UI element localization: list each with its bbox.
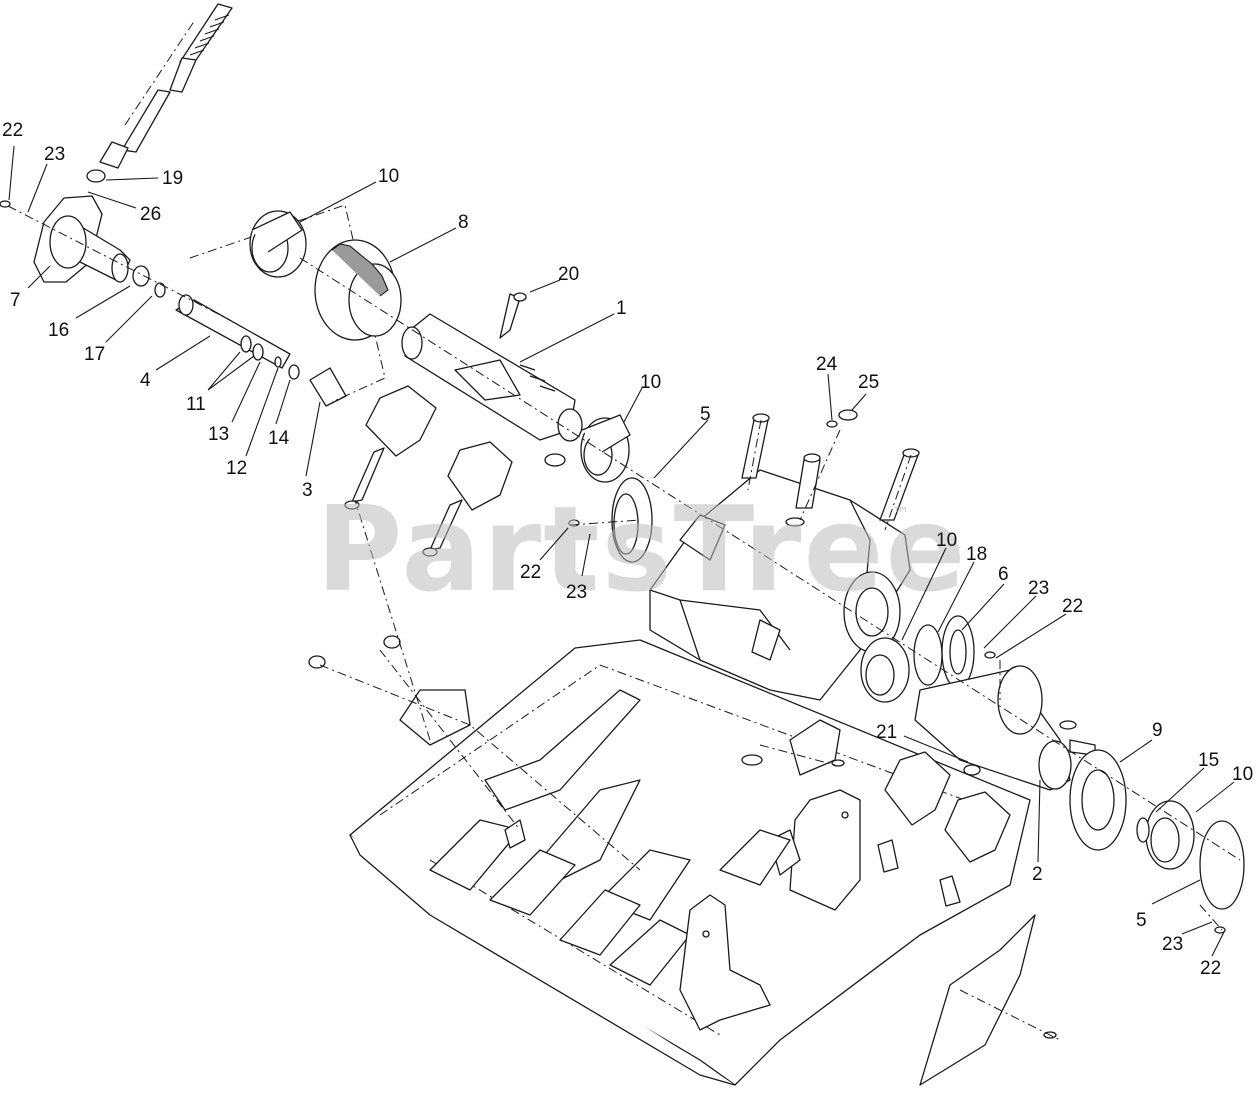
callout-25: 25 bbox=[858, 372, 879, 393]
callout-6: 6 bbox=[998, 564, 1009, 585]
eccentric-shaft-lower bbox=[914, 665, 1096, 791]
callout-22-mid: 22 bbox=[520, 562, 541, 583]
callout-14: 14 bbox=[268, 428, 290, 449]
bearing-lower bbox=[1136, 800, 1195, 870]
watermark-text: PartsTree bbox=[316, 480, 968, 618]
callout-8: 8 bbox=[458, 212, 469, 233]
callout-1: 1 bbox=[616, 298, 627, 319]
callout-13: 13 bbox=[208, 424, 229, 445]
callout-12: 12 bbox=[226, 458, 247, 479]
weight-blocks bbox=[344, 385, 513, 557]
callout-20: 20 bbox=[558, 264, 579, 285]
callout-10-top: 10 bbox=[378, 166, 399, 187]
exciter-housing bbox=[649, 413, 920, 701]
callout-18: 18 bbox=[966, 544, 987, 565]
callout-4: 4 bbox=[140, 370, 151, 391]
callout-23: 23 bbox=[44, 144, 65, 165]
watermark-trademark: ™ bbox=[892, 504, 910, 525]
gear-lower bbox=[1069, 749, 1127, 851]
callout-17: 17 bbox=[84, 344, 105, 365]
callout-5-mid: 5 bbox=[700, 404, 711, 425]
callout-24: 24 bbox=[816, 354, 838, 375]
flange-housing bbox=[33, 195, 166, 298]
callout-5-lower: 5 bbox=[1136, 910, 1147, 931]
callout-10-right: 10 bbox=[936, 530, 957, 551]
seal-plate-mid bbox=[611, 477, 653, 563]
weight-blocks-lower bbox=[877, 751, 1011, 907]
callout-15: 15 bbox=[1198, 750, 1219, 771]
callout-3: 3 bbox=[302, 480, 313, 501]
callout-7: 7 bbox=[10, 290, 21, 311]
gear-top bbox=[314, 239, 402, 341]
callout-10-lower: 10 bbox=[1232, 764, 1253, 785]
callout-19: 19 bbox=[162, 168, 183, 189]
bearing-right bbox=[860, 637, 910, 703]
base-plate bbox=[349, 639, 1031, 1086]
shift-cable bbox=[86, 3, 233, 183]
callout-2: 2 bbox=[1032, 864, 1043, 885]
watermark: PartsTree ™ bbox=[316, 480, 968, 618]
callout-23-mid: 23 bbox=[566, 582, 587, 603]
callout-16: 16 bbox=[48, 320, 69, 341]
callout-23-right: 23 bbox=[1028, 578, 1049, 599]
bearing-top bbox=[249, 210, 307, 278]
callout-23-lower: 23 bbox=[1162, 934, 1183, 955]
side-plate bbox=[919, 914, 1036, 1086]
callout-22-lower: 22 bbox=[1200, 958, 1221, 979]
bearing-mid bbox=[544, 414, 631, 483]
leader-lines bbox=[8, 145, 1235, 957]
seal-rings-right bbox=[913, 615, 975, 689]
callout-22: 22 bbox=[2, 120, 23, 141]
callout-9: 9 bbox=[1152, 720, 1163, 741]
callout-10-mid: 10 bbox=[640, 372, 661, 393]
seal-plate-lower bbox=[1199, 820, 1245, 910]
eccentric-shaft bbox=[401, 292, 583, 442]
center-lines bbox=[7, 205, 1241, 1041]
callout-21: 21 bbox=[876, 722, 897, 743]
callout-11: 11 bbox=[186, 394, 206, 415]
left-bracket bbox=[308, 635, 526, 849]
callouts: 22 23 19 26 7 16 17 4 11 13 12 14 3 10 8… bbox=[2, 120, 1253, 979]
callout-26: 26 bbox=[140, 204, 161, 225]
callout-22-right: 22 bbox=[1062, 596, 1083, 617]
